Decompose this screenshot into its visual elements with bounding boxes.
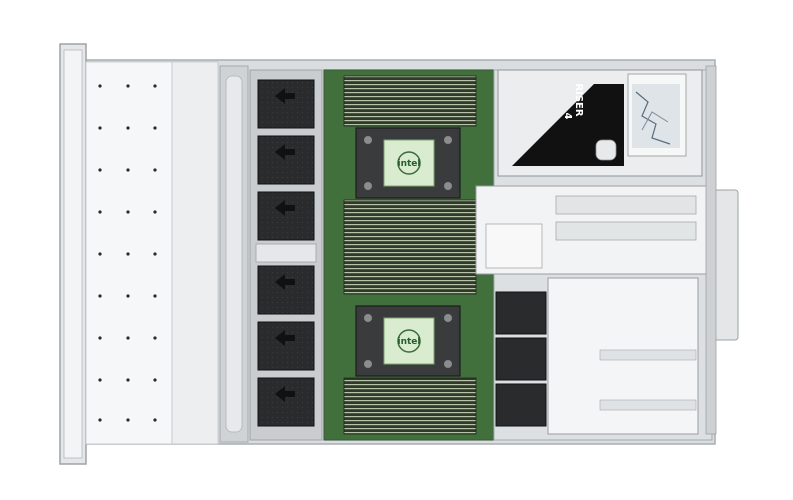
psu-fan (495, 337, 547, 381)
fan-module (257, 321, 315, 371)
riser-card-4 (497, 69, 703, 177)
riser-number: 4 (562, 113, 573, 120)
drive-bay-holes (98, 84, 157, 422)
psu-fan (495, 383, 547, 427)
cpu1-brand: intel (398, 159, 421, 169)
psu-fan (495, 291, 547, 335)
riser-label: RISER (573, 83, 584, 116)
fan-module (257, 79, 315, 129)
cpu-heatsink-1 (355, 127, 461, 199)
dimm-bank (343, 199, 477, 295)
fan-module (257, 135, 315, 185)
fan-module (257, 265, 315, 315)
dimm-bank (343, 377, 477, 435)
cpu-heatsink-2 (355, 305, 461, 377)
fan-module (257, 377, 315, 427)
cpu2-brand: intel (398, 337, 421, 347)
fan-module (257, 191, 315, 241)
dimm-bank (343, 75, 477, 127)
